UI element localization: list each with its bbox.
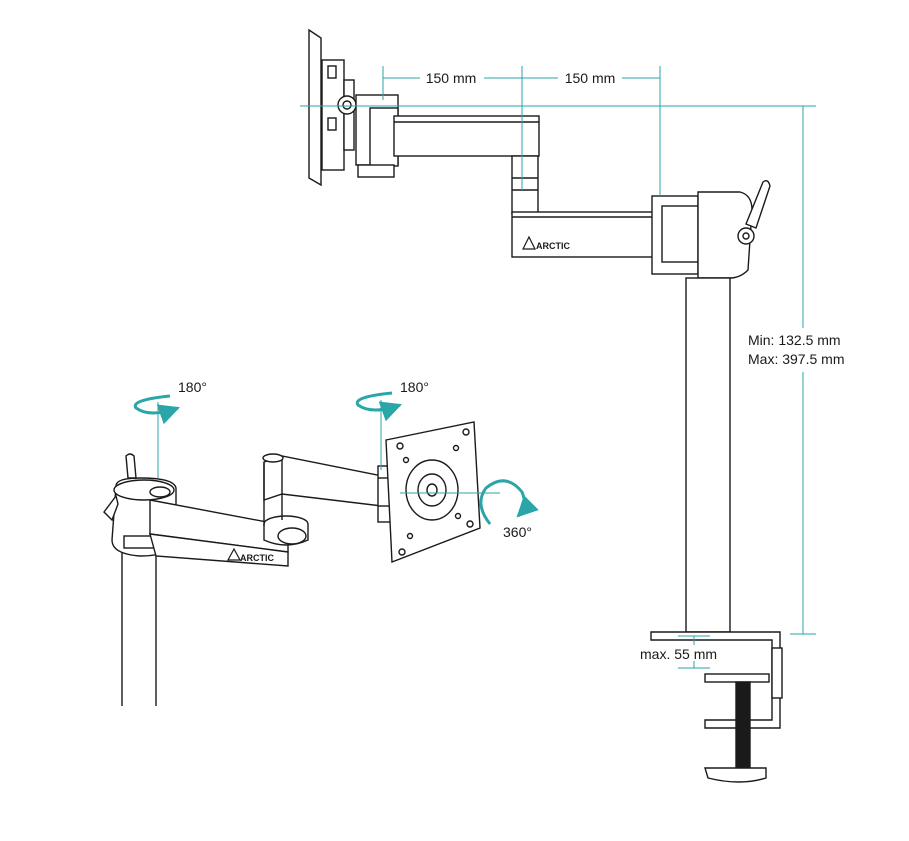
side-view-assembly (308, 28, 783, 783)
dim-arm-segment-1: 150 mm (426, 70, 477, 86)
base-swivel-arrow-icon (133, 394, 180, 425)
top-dimension-lines (300, 66, 816, 669)
perspective-assembly (103, 421, 481, 706)
arctic-logo-top: ARCTIC (522, 235, 570, 251)
label-head-swivel: 180° (400, 379, 429, 395)
dim-clamp-max: max. 55 mm (640, 646, 717, 662)
head-swivel-arrow-icon (355, 391, 402, 422)
dim-height-max: Max: 397.5 mm (748, 351, 844, 367)
logo-text-top: ARCTIC (536, 241, 570, 251)
pole-side (685, 277, 731, 633)
label-base-swivel: 180° (178, 379, 207, 395)
dim-height-min: Min: 132.5 mm (748, 332, 841, 348)
plate-rotation-arrow-icon (479, 479, 539, 525)
arctic-logo-bottom: ARCTIC (226, 547, 274, 563)
arm-segment-2-side (511, 211, 663, 258)
rotation-indicators (133, 391, 539, 525)
dim-arm-segment-2: 150 mm (565, 70, 616, 86)
logo-text-bottom: ARCTIC (240, 553, 274, 563)
vesa-plate-side (308, 28, 322, 187)
label-plate-rotation: 360° (503, 524, 532, 540)
